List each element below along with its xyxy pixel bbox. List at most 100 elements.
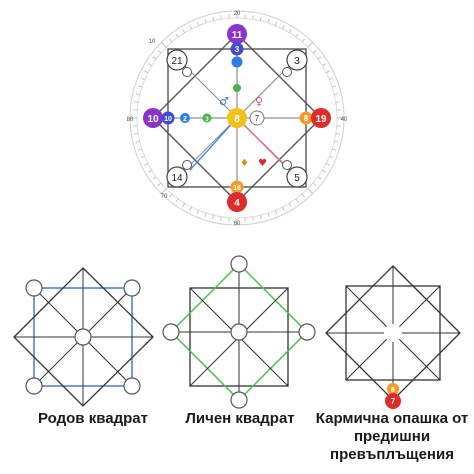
dial-tick xyxy=(259,215,262,220)
dot-tr-2 xyxy=(282,67,292,77)
female-symbol-icon: ♀ xyxy=(255,95,263,108)
node-top-label: 11 xyxy=(232,30,243,41)
dial-tick xyxy=(144,163,149,166)
dial-tick xyxy=(335,101,340,103)
dot-bl-2 xyxy=(182,160,192,170)
node-top-circle xyxy=(227,24,247,44)
node-right-inner-circle xyxy=(299,111,313,125)
dial-tick xyxy=(267,212,270,218)
dial-tick xyxy=(335,133,340,135)
age-ticks xyxy=(130,11,344,225)
dial-tick xyxy=(157,182,162,186)
karmic-node-lower-label: 7 xyxy=(391,397,396,406)
node-top-right-label: 3 xyxy=(294,56,300,67)
ancestral-square-diagram xyxy=(13,267,154,407)
ancestral-node-tr xyxy=(123,279,141,297)
age-label-right: 40 xyxy=(341,117,348,123)
node-left-inner-circle xyxy=(161,111,175,125)
money-icon: ♦ xyxy=(240,158,249,169)
dial-tick xyxy=(152,56,157,60)
node-small-top xyxy=(231,56,243,68)
dial-tick xyxy=(175,33,179,38)
dial-tick xyxy=(307,42,313,48)
age-label-bottom: 60 xyxy=(234,221,241,227)
dial-tick xyxy=(189,25,192,30)
money-line xyxy=(189,117,238,171)
personal-node-center xyxy=(230,323,248,341)
dial-tick xyxy=(274,210,278,215)
node-bottom-right-label: 5 xyxy=(294,173,300,184)
male-symbol-icon: ♂ xyxy=(219,95,229,108)
dial-tick xyxy=(144,70,149,73)
node-top-left-label: 21 xyxy=(171,56,183,67)
node-bottom-left-label: 14 xyxy=(171,173,183,184)
karmic-node-upper-label: 8 xyxy=(391,387,395,394)
node-bottom-right: 5 xyxy=(286,166,308,188)
dial-tick xyxy=(329,155,334,159)
age-label-left: 80 xyxy=(127,117,134,123)
caption-karmic-tail: Кармична опашка от предишни превъплъщени… xyxy=(315,410,469,463)
dial-tick xyxy=(322,169,326,173)
dial-tick xyxy=(267,18,270,24)
node-left-3-label: 3 xyxy=(205,117,209,123)
dial-tick xyxy=(252,15,254,20)
dial-tick xyxy=(148,169,152,173)
node-bottom-inner-label: 16 xyxy=(233,185,241,192)
dial-tick xyxy=(204,212,207,218)
karmic-tail-diagram: 8 7 xyxy=(325,265,461,409)
dial-tick xyxy=(282,206,285,211)
karmic-node-lower: 7 xyxy=(385,393,401,409)
personal-node-left xyxy=(162,323,180,341)
dial-tick xyxy=(169,193,173,198)
node-left-2-circle xyxy=(180,113,190,123)
node-center-right-label: 7 xyxy=(255,114,260,123)
dial-tick xyxy=(220,15,222,20)
dial-tick xyxy=(331,148,337,151)
dial-tick xyxy=(220,216,222,221)
dial-tick xyxy=(307,188,313,194)
node-top-inner-label: 3 xyxy=(235,45,240,54)
node-left-label: 10 xyxy=(147,114,159,125)
node-top-left: 21 xyxy=(166,49,188,71)
dial-tick xyxy=(137,148,143,151)
node-left-2: 2 xyxy=(180,113,190,123)
karmic-node-upper: 8 xyxy=(387,383,399,395)
age-label-tl: 10 xyxy=(149,39,156,45)
node-right-inner-label: 8 xyxy=(304,114,309,123)
node-top-right: 3 xyxy=(286,49,308,71)
caption-ancestral-square: Родов квадрат xyxy=(38,410,148,427)
dial-tick xyxy=(140,77,145,81)
dial-tick xyxy=(259,16,262,21)
dial-tick xyxy=(196,210,200,215)
age-label-bl: 70 xyxy=(161,194,168,200)
dial-tick xyxy=(331,85,337,88)
dial-tick xyxy=(274,21,278,26)
node-right-label: 19 xyxy=(315,114,327,125)
karmic-node-lower-circle xyxy=(385,393,401,409)
dial-tick xyxy=(322,63,326,67)
dial-tick xyxy=(175,198,179,203)
dial-tick xyxy=(282,25,285,30)
dial-tick xyxy=(325,163,330,166)
ancestral-node-center xyxy=(74,328,92,346)
node-right-circle xyxy=(311,108,331,128)
node-left: 10 xyxy=(143,108,163,128)
node-bottom-inner: 16 xyxy=(230,180,244,194)
ancestral-node-tl xyxy=(25,279,43,297)
node-center-right-circle xyxy=(249,110,265,126)
dial-tick xyxy=(212,16,215,21)
node-left-2-label: 2 xyxy=(183,116,187,123)
dial-tick xyxy=(157,50,162,54)
node-top-inner-circle xyxy=(230,42,244,56)
dial-tick xyxy=(161,42,167,48)
dial-tick xyxy=(295,33,299,38)
dial-tick xyxy=(295,198,299,203)
dial-tick xyxy=(212,215,215,220)
node-top: 11 xyxy=(227,24,247,44)
node-left-inner: 10 xyxy=(161,111,175,125)
dial-tick xyxy=(317,56,322,60)
personal-node-right xyxy=(298,323,316,341)
dial-tick xyxy=(252,216,254,221)
node-bottom-inner-circle xyxy=(230,180,244,194)
